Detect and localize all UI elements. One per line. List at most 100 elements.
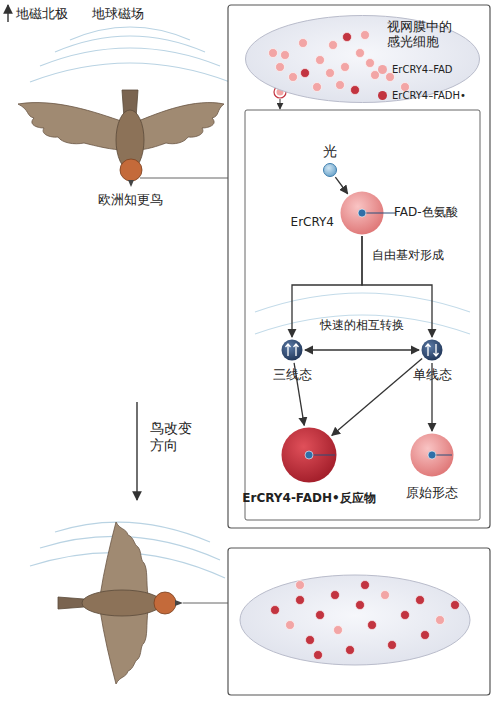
light-photon: 光 bbox=[323, 163, 337, 177]
protein-dot bbox=[451, 601, 460, 610]
pointer-line bbox=[362, 213, 396, 214]
leader-line bbox=[183, 603, 228, 604]
bird-head bbox=[154, 592, 176, 614]
bird-wing bbox=[136, 103, 224, 150]
protein-dot bbox=[368, 621, 377, 630]
protein-dots bbox=[271, 581, 460, 660]
circle-outline bbox=[422, 340, 443, 361]
spin-state: 单线态 bbox=[421, 339, 443, 361]
node-shape bbox=[410, 433, 454, 477]
robin-top bbox=[18, 90, 228, 187]
legend-swatch bbox=[378, 65, 387, 74]
connector-arrow bbox=[305, 349, 419, 350]
protein-dot bbox=[356, 49, 365, 58]
cofactor-dot bbox=[305, 451, 313, 459]
node-text: 单线态 bbox=[413, 367, 452, 383]
connector-arrow bbox=[335, 177, 347, 194]
protein-dot bbox=[306, 636, 315, 645]
robin-bottom bbox=[58, 522, 228, 684]
node-shape bbox=[281, 339, 303, 361]
protein-dot bbox=[316, 611, 325, 620]
field-line bbox=[255, 315, 470, 334]
protein-dot bbox=[296, 596, 305, 605]
node-shape bbox=[421, 339, 443, 361]
protein-dot bbox=[416, 596, 425, 605]
node-shape bbox=[281, 427, 337, 483]
spin-arrow bbox=[434, 344, 439, 356]
annotation-label: 欧洲知更鸟 bbox=[98, 192, 163, 208]
product-circle: ErCRY4-FADH•反应物 bbox=[281, 427, 337, 483]
protein-dot bbox=[346, 646, 355, 655]
legend-entry: ErCRY4–FAD bbox=[378, 62, 466, 76]
protein-dot bbox=[316, 56, 325, 65]
circle-outline bbox=[324, 164, 337, 177]
bird-wing bbox=[100, 610, 148, 684]
annotation-label: 地磁北极 bbox=[16, 6, 68, 22]
node-text: FAD-色氨酸 bbox=[394, 205, 458, 219]
circle-outline bbox=[411, 434, 454, 477]
panel-frame bbox=[228, 548, 490, 695]
bird-beak bbox=[175, 600, 183, 606]
protein-dot bbox=[313, 83, 322, 92]
protein-dot bbox=[269, 49, 278, 58]
protein-dot bbox=[301, 69, 310, 78]
cofactor-dot bbox=[428, 451, 436, 459]
turn-arrow bbox=[136, 402, 137, 500]
protein-dot bbox=[366, 59, 375, 68]
protein-dot bbox=[401, 611, 410, 620]
field-line bbox=[255, 293, 470, 312]
bird-beak bbox=[128, 180, 134, 187]
protein-dot bbox=[436, 616, 445, 625]
spin-arrow bbox=[286, 344, 291, 356]
legend-swatch bbox=[378, 91, 387, 100]
protein-dot bbox=[329, 41, 338, 50]
protein-dot bbox=[361, 581, 370, 590]
zoom-arrow bbox=[280, 99, 281, 109]
cofactor-dot bbox=[358, 209, 366, 217]
protein-circle: ErCRY4FAD-色氨酸 bbox=[340, 191, 384, 235]
bird-head bbox=[120, 159, 142, 181]
connector-arrow bbox=[431, 363, 432, 431]
edge-label: 快速的相互转换 bbox=[320, 318, 404, 332]
node-text: 视网膜中的感光细胞 bbox=[387, 19, 459, 49]
node-text: ErCRY4-FADH•反应物 bbox=[242, 491, 375, 505]
bird-body bbox=[82, 590, 162, 616]
field-lines bbox=[255, 293, 470, 334]
panel-frame bbox=[228, 5, 490, 528]
annotation-label: 地球磁场 bbox=[92, 6, 144, 22]
legend-entry: ErCRY4–FADH• bbox=[378, 88, 466, 102]
original-circle: 原始形态 bbox=[410, 433, 454, 477]
spin-arrow bbox=[426, 344, 431, 356]
bird-wing bbox=[18, 103, 124, 150]
protein-dot bbox=[271, 606, 280, 615]
spin-arrow bbox=[294, 344, 299, 356]
protein-dot bbox=[381, 591, 390, 600]
circle-outline bbox=[282, 340, 303, 361]
protein-dot bbox=[296, 581, 305, 590]
node-shape bbox=[340, 191, 384, 235]
legend: ErCRY4–FAD ErCRY4–FADH• bbox=[378, 62, 466, 114]
node-text: 原始形态 bbox=[406, 485, 458, 501]
legend-text: ErCRY4–FADH• bbox=[392, 90, 466, 101]
mechanism-frame bbox=[245, 110, 480, 520]
connector-arrow bbox=[294, 363, 304, 426]
protein-dot bbox=[314, 651, 323, 660]
field-line bbox=[30, 63, 230, 82]
protein-dot bbox=[281, 51, 290, 60]
protein-dot bbox=[334, 626, 343, 635]
north-arrow bbox=[7, 5, 8, 22]
bird-tail bbox=[58, 597, 84, 609]
connector-arrow bbox=[332, 358, 422, 435]
annotation-label: 鸟改变方向 bbox=[150, 420, 194, 454]
edge-label: 自由基对形成 bbox=[372, 248, 444, 262]
legend-text: ErCRY4–FAD bbox=[392, 64, 453, 75]
protein-dot bbox=[336, 81, 345, 90]
protein-dot bbox=[351, 86, 360, 95]
field-line bbox=[55, 36, 205, 52]
protein-dot bbox=[356, 601, 365, 610]
protein-dot bbox=[421, 631, 430, 640]
protein-dot bbox=[276, 63, 285, 72]
